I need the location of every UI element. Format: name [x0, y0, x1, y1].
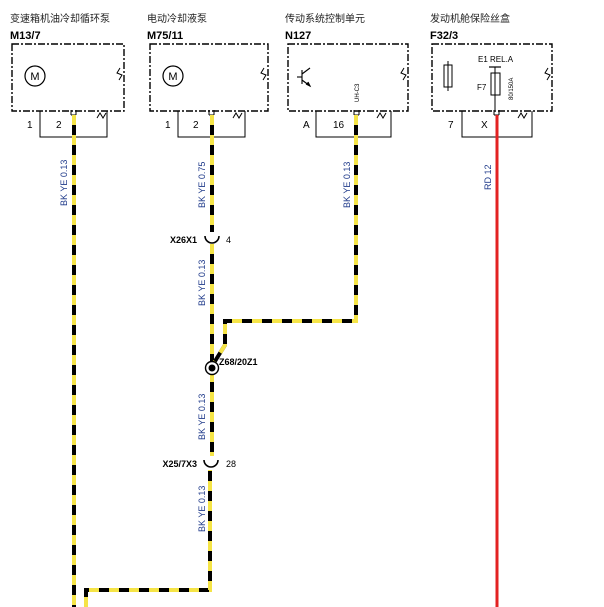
wire-label: RD 12 [483, 164, 493, 190]
pin-label: 16 [333, 120, 345, 131]
component-m13-7[interactable]: 变速箱机油冷却循环泵 M13/7 M 1 2 [10, 12, 125, 138]
motor-icon: M [24, 65, 46, 87]
splice-z68-20z1[interactable]: Z68/20Z1 [204, 357, 258, 376]
wire-label: BK YE 0.13 [197, 486, 207, 532]
component-f32-3[interactable]: 发动机舱保险丝盒 F32/3 E1 REL.A F7 80/150A 7 X [430, 12, 553, 138]
splice-dot [208, 364, 216, 372]
component-code-f32-3: F32/3 [430, 30, 458, 42]
connector-outline [315, 111, 392, 138]
pin-label: 2 [193, 120, 199, 131]
connector-x26x1[interactable]: X26X1 4 [170, 235, 231, 245]
connector-pin: 28 [226, 459, 236, 469]
fuse-rating: 80/150A [509, 78, 515, 100]
connector-name: X26X1 [170, 235, 197, 245]
pin-label: 2 [56, 120, 62, 131]
break-icon [376, 112, 387, 119]
motor-icon: M [162, 65, 184, 87]
break-icon [232, 112, 243, 119]
svg-text:M: M [168, 71, 177, 83]
pin-label: 1 [27, 120, 33, 131]
connector-x25-7x3[interactable]: X25/7X3 28 [162, 459, 236, 469]
component-title-n127: 传动系统控制单元 [285, 12, 365, 25]
transistor-icon [297, 67, 312, 88]
component-title-f32-3: 发动机舱保险丝盒 [430, 12, 510, 25]
wire-bk-ye-n127[interactable] [210, 115, 358, 368]
fuse-label: F7 [477, 83, 487, 92]
pin-label: 1 [165, 120, 171, 131]
component-title-m75-11: 电动冷却液泵 [147, 12, 207, 25]
break-icon [517, 112, 528, 119]
break-icon [96, 112, 107, 119]
fuse-icon [490, 72, 501, 110]
wire-bk-ye-loop-bottom[interactable] [84, 470, 212, 607]
fuse-icon [443, 61, 453, 91]
connector-icon [204, 235, 220, 244]
component-n127[interactable]: 传动系统控制单元 N127 UH-C3 A 16 [285, 12, 409, 138]
wire-label: BK YE 0.13 [197, 394, 207, 440]
component-box-f32-3 [431, 43, 553, 112]
splice-name: Z68/20Z1 [219, 357, 258, 367]
break-icon [400, 67, 407, 81]
break-icon [544, 67, 551, 81]
svg-text:M: M [30, 71, 39, 83]
break-icon [260, 67, 267, 81]
component-box-n127 [287, 43, 409, 112]
pin-label: A [303, 120, 310, 131]
wire-label: BK YE 0.13 [197, 260, 207, 306]
break-icon [116, 67, 123, 81]
wire-label: BK YE 0.13 [342, 162, 352, 208]
component-m75-11[interactable]: 电动冷却液泵 M75/11 M 1 2 [147, 12, 269, 138]
wire-label: BK YE 0.75 [197, 162, 207, 208]
component-title-m13-7: 变速箱机油冷却循环泵 [10, 12, 110, 25]
inner-label: UH-C3 [355, 83, 361, 102]
component-code-n127: N127 [285, 30, 311, 42]
relay-label: E1 REL.A [478, 55, 514, 64]
wire-label: BK YE 0.13 [59, 160, 69, 206]
component-code-m13-7: M13/7 [10, 30, 41, 42]
connector-icon [203, 459, 219, 468]
pin-label: 7 [448, 120, 454, 131]
connector-name: X25/7X3 [162, 459, 197, 469]
component-code-m75-11: M75/11 [147, 30, 183, 42]
pin-label: X [481, 120, 488, 131]
connector-pin: 4 [226, 235, 231, 245]
component-box-m13-7 [11, 43, 125, 112]
